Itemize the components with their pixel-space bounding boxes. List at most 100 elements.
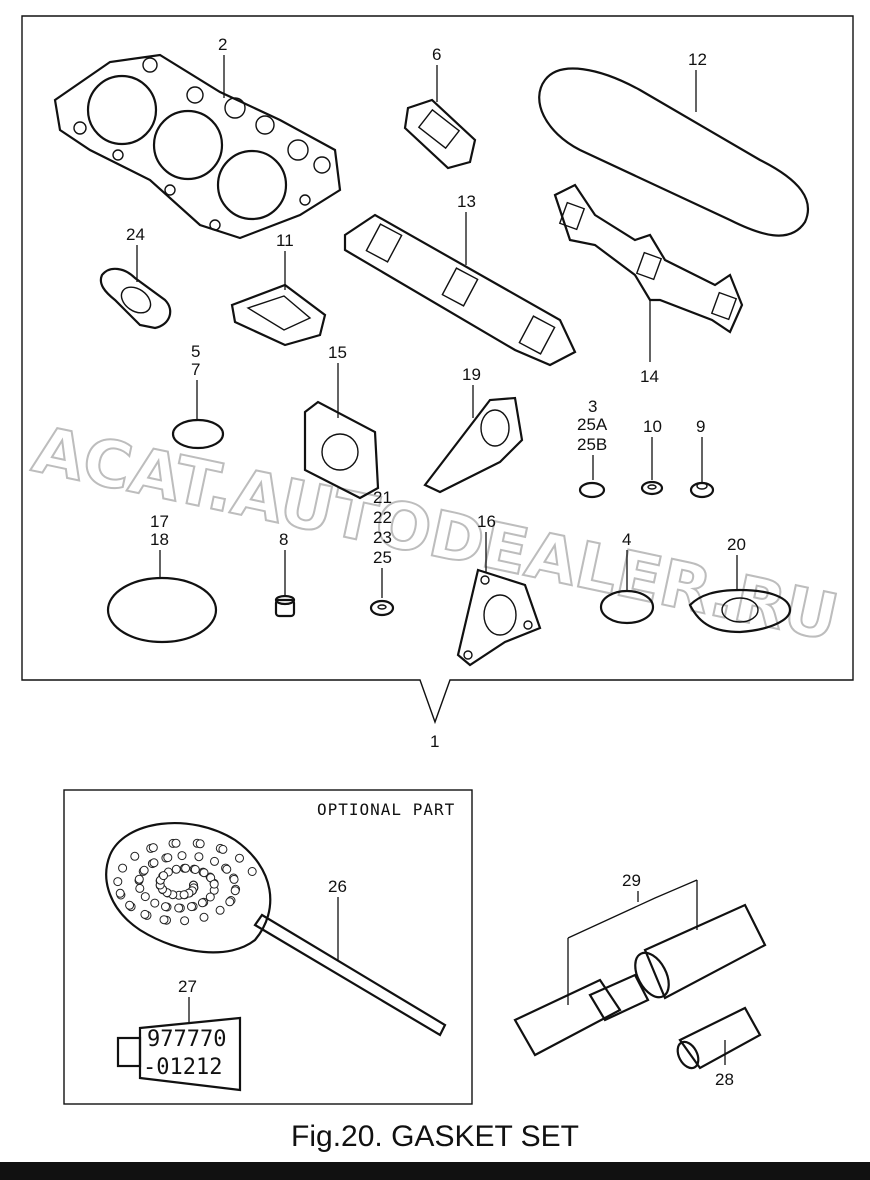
callout-8: 8 (279, 530, 288, 549)
callout-11: 11 (276, 231, 294, 250)
brush-bristle (229, 874, 239, 884)
brush-bristle (199, 868, 209, 878)
brush-bristle (209, 879, 219, 889)
callout-27: 27 (178, 977, 197, 996)
brush-bristle (180, 916, 190, 926)
callout-24: 24 (126, 225, 145, 244)
brush-bristle (215, 905, 225, 915)
callout-1: 1 (430, 732, 439, 751)
brush-bristle (135, 883, 145, 893)
optional-part-box (63, 789, 473, 1105)
brush-bristle (149, 858, 159, 868)
brush-bristle (225, 897, 235, 907)
brush-bristle (148, 843, 158, 853)
brush-bristle (187, 902, 196, 912)
brush-bristle (171, 838, 181, 848)
brush-bristle (125, 900, 135, 910)
brush-bristle (174, 903, 184, 913)
callout-18: 18 (150, 530, 169, 549)
callout-17: 17 (150, 512, 169, 531)
part-6-gasket (403, 98, 477, 170)
callout-13: 13 (457, 192, 476, 211)
brush-bristle (150, 898, 160, 908)
brush-bristle (218, 844, 228, 854)
callout-25b: 25B (577, 435, 607, 454)
callout-16: 16 (477, 512, 496, 531)
brush-bristle (181, 863, 191, 873)
brush-bristle (235, 853, 244, 863)
optional-part-label: OPTIONAL PART (317, 800, 455, 819)
callout-20: 20 (727, 535, 746, 554)
callout-25: 25 (373, 548, 392, 567)
brush-bristle (247, 867, 257, 876)
part-19-bracket-gasket (423, 396, 524, 494)
part-3-25a-25b-o-ring (578, 481, 606, 499)
brush-bristle (230, 886, 240, 896)
brush-bristle (118, 863, 128, 873)
callout-21: 21 (373, 488, 392, 507)
callout-12: 12 (688, 50, 707, 69)
part-13-manifold-gasket (343, 213, 577, 367)
brush-bristle (194, 852, 204, 862)
part-17-18-large-o-ring (106, 576, 218, 644)
brush-bristle (179, 890, 189, 900)
brush-bristle (159, 915, 169, 925)
part-14-exhaust-gasket (553, 183, 744, 334)
part-8-stem-seal (274, 594, 296, 618)
part-27-sealant-tube: 977770 -01212 (116, 1016, 242, 1092)
callout-5: 5 (191, 342, 200, 361)
callout-19: 19 (462, 365, 481, 384)
callout-7: 7 (191, 360, 200, 379)
brush-bristle (190, 865, 200, 874)
part-29-tool-set (513, 903, 767, 1070)
tube-text-line1: 977770 (147, 1027, 226, 1052)
brush-bristle (163, 853, 173, 863)
figure-caption: Fig.20. GASKET SET (291, 1120, 579, 1153)
callout-25a: 25A (577, 415, 608, 434)
part-12-valve-cover-gasket (538, 67, 810, 237)
brush-bristle (113, 877, 123, 887)
callout-14: 14 (640, 367, 659, 386)
part-16-gasket (456, 568, 542, 667)
callout-26: 26 (328, 877, 347, 896)
brush-bristle (159, 871, 168, 881)
part-11-gasket (230, 283, 327, 347)
bottom-bar (0, 1162, 870, 1180)
part-9-seal (689, 481, 715, 499)
part-10-washer (640, 480, 664, 496)
callout-3: 3 (588, 397, 597, 416)
tube-text-line2: -01212 (143, 1055, 222, 1080)
brush-bristle (199, 912, 209, 922)
brush-bristle (222, 864, 232, 874)
brush-bristle (139, 865, 149, 875)
callout-23: 23 (373, 528, 392, 547)
callout-15: 15 (328, 343, 347, 362)
brush-bristle (140, 909, 150, 919)
brush-bristle (197, 898, 207, 908)
callout-2: 2 (218, 35, 227, 54)
part-21-22-23-25-washer (369, 599, 395, 617)
callout-10: 10 (643, 417, 662, 436)
callout-22: 22 (373, 508, 392, 527)
part-5-7-o-ring (171, 418, 225, 450)
callout-9: 9 (696, 417, 705, 436)
callout-29: 29 (622, 871, 641, 890)
part-24-flange-gasket (99, 267, 172, 330)
brush-bristle (177, 851, 187, 861)
brush-bristle (171, 864, 181, 874)
part-26-hone-brush (105, 822, 447, 1037)
brush-bristle (130, 851, 140, 861)
callout-6: 6 (432, 45, 441, 64)
callout-28: 28 (715, 1070, 734, 1089)
brush-bristle (205, 892, 215, 902)
brush-bristle (140, 892, 150, 902)
part-20-flange-gasket (688, 588, 792, 634)
kit-outline (21, 15, 854, 725)
brush-bristle (161, 902, 170, 912)
brush-bristle (210, 856, 219, 866)
part-2-head-gasket (53, 53, 342, 240)
brush-bristle (115, 888, 125, 898)
callout-4: 4 (622, 530, 631, 549)
brush-bristle (134, 874, 144, 884)
